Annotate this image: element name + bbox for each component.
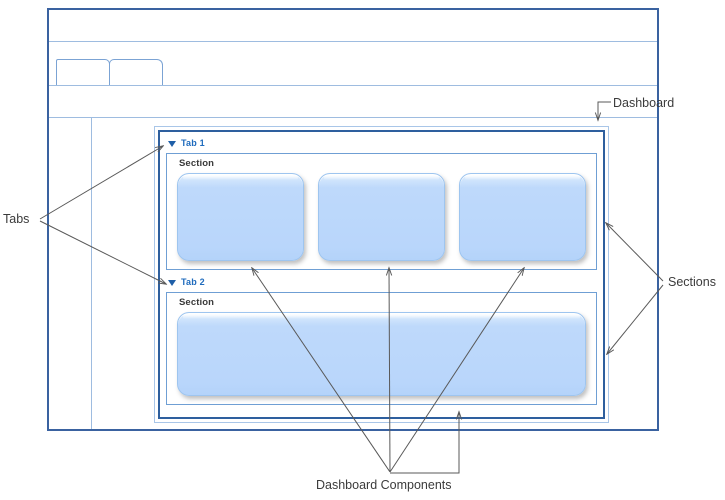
- dashboard-tab-2-header[interactable]: Tab 2: [166, 275, 597, 290]
- annotation-label-sections: Sections: [668, 275, 716, 289]
- window-title-bar: [49, 10, 657, 42]
- dashboard-inner-frame: Tab 1 Section: [158, 130, 605, 419]
- application-window: Tab 1 Section: [47, 8, 659, 431]
- dashboard-component-1[interactable]: [177, 173, 304, 261]
- section-1-component-row: [177, 173, 586, 261]
- dashboard-tab-1-label: Tab 1: [181, 138, 205, 148]
- dashboard-tab-1-header[interactable]: Tab 1: [166, 136, 597, 151]
- dashboard-component-4[interactable]: [177, 312, 586, 396]
- dashboard-section-2: Section: [166, 292, 597, 405]
- dashboard-component-3[interactable]: [459, 173, 586, 261]
- main-content-pane: Tab 1 Section: [92, 118, 657, 429]
- dashboard-tab-2-label: Tab 2: [181, 277, 205, 287]
- window-toolbar: [49, 42, 657, 58]
- side-navigation-pane[interactable]: [49, 118, 92, 429]
- annotation-label-dashboard-components: Dashboard Components: [316, 478, 452, 492]
- window-tab-2[interactable]: [109, 59, 163, 85]
- triangle-down-icon[interactable]: [168, 140, 176, 147]
- dashboard: Tab 1 Section: [154, 126, 609, 423]
- window-body: Tab 1 Section: [49, 86, 657, 429]
- dashboard-tab-1[interactable]: Tab 1 Section: [166, 136, 597, 270]
- dashboard-tab-2[interactable]: Tab 2 Section: [166, 275, 597, 405]
- window-tabstrip: [49, 58, 657, 86]
- window-tab-1[interactable]: [56, 59, 110, 85]
- dashboard-section-1: Section: [166, 153, 597, 270]
- section-2-title: Section: [179, 297, 215, 308]
- dashboard-component-2[interactable]: [318, 173, 445, 261]
- content-header-strip: [49, 86, 657, 118]
- section-2-component-row: [177, 312, 586, 396]
- section-1-title: Section: [179, 158, 215, 169]
- annotation-label-tabs: Tabs: [3, 212, 30, 226]
- triangle-down-icon[interactable]: [168, 279, 176, 286]
